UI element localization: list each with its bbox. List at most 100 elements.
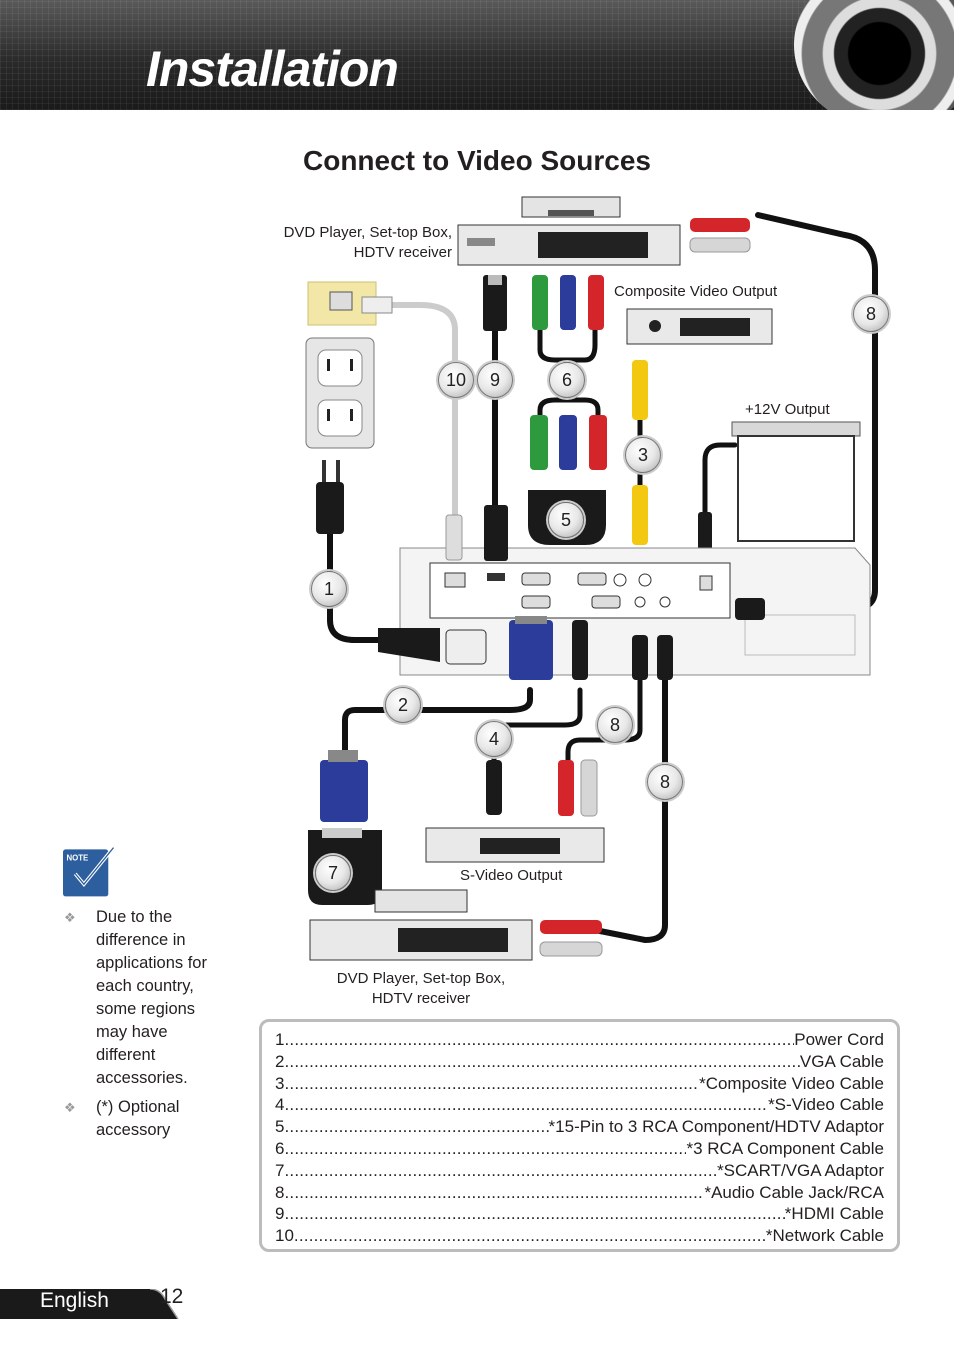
legend-row: 6 *3 RCA Component Cable: [275, 1138, 884, 1160]
legend-leader: [284, 1029, 794, 1051]
hdmi-plug-projector: [484, 505, 508, 561]
legend-item-name: *HDMI Cable: [784, 1204, 884, 1224]
power-outlet: [305, 337, 375, 449]
vga-plug-projector: [509, 616, 553, 680]
badge-2: 2: [385, 687, 421, 723]
diamond-bullet-icon: ❖: [64, 910, 76, 925]
composite-plugs: [632, 360, 648, 545]
rca-plug-pair-bottom: [539, 920, 603, 957]
dvd-top-label-line1: DVD Player, Set-top Box,: [283, 224, 452, 241]
legend-row: 3 *Composite Video Cable: [275, 1073, 884, 1095]
legend-number: 7: [275, 1160, 285, 1180]
dvd-bottom-label-line1: DVD Player, Set-top Box,: [336, 970, 506, 987]
component-cable-top: [537, 327, 598, 363]
badge-9: 9: [477, 362, 513, 398]
note-item-text: (*) Optional accessory: [96, 1098, 180, 1139]
page-number: 12: [160, 1285, 184, 1308]
audio-jacks-projector: [632, 598, 765, 680]
legend-item-name: *SCART/VGA Adaptor: [717, 1160, 884, 1180]
network-cable: [387, 302, 458, 518]
note-list: ❖ Due to the difference in applications …: [62, 906, 222, 1148]
badge-8-mid: 8: [597, 707, 633, 743]
badge-8-top: 8: [853, 296, 889, 332]
legend-row: 5*15-Pin to 3 RCA Component/HDTV Adaptor: [275, 1116, 884, 1138]
dvd-bottom-label: DVD Player, Set-top Box, HDTV receiver: [325, 969, 517, 1009]
note-icon-label: NOTE: [66, 854, 88, 863]
dvd-player-top: [457, 196, 681, 266]
page-header: Installation: [0, 0, 954, 110]
legend-item-name: *S-Video Cable: [768, 1095, 884, 1115]
legend-number: 2: [275, 1051, 285, 1071]
legend-row: 8 *Audio Cable Jack/RCA: [275, 1182, 884, 1204]
cable-legend: 1 Power Cord 2 VGA Cable 3 *Composite Video…: [259, 1019, 900, 1252]
legend-item-name: *3 RCA Component Cable: [686, 1138, 884, 1158]
svideo-plug-projector: [572, 620, 588, 680]
power-plug: [316, 460, 344, 534]
composite-source-device: [626, 308, 773, 345]
legend-row: 4*S-Video Cable: [275, 1094, 884, 1116]
note-item: ❖ Due to the difference in applications …: [62, 906, 222, 1090]
badge-8-bottom: 8: [647, 764, 683, 800]
legend-number: 9: [275, 1204, 285, 1224]
component-cable-bottom: [537, 397, 601, 458]
legend-leader: [284, 1094, 768, 1116]
badge-4: 4: [476, 721, 512, 757]
rca-plug-pair-top: [689, 218, 751, 253]
legend-leader: [284, 1160, 717, 1182]
legend-row: 9 *HDMI Cable: [275, 1203, 884, 1225]
audio-cable-bottom: [592, 677, 668, 944]
projection-screen: [698, 421, 861, 550]
legend-number: 3: [275, 1073, 285, 1093]
badge-6: 6: [549, 362, 585, 398]
component-plugs-top: [532, 275, 604, 330]
audio-cable-mid: [565, 677, 643, 763]
network-plug-projector: [445, 514, 463, 561]
dvd-top-label-line2: HDTV receiver: [353, 244, 452, 261]
legend-row: 1 Power Cord: [275, 1029, 884, 1051]
badge-7: 7: [315, 855, 351, 891]
badge-5: 5: [548, 502, 584, 538]
legend-leader: [284, 1138, 686, 1160]
badge-3: 3: [625, 437, 661, 473]
network-wall-jack: [307, 281, 393, 326]
page-heading: Connect to Video Sources: [303, 145, 651, 176]
twelve-v-cable: [702, 442, 738, 578]
legend-number: 1: [275, 1030, 285, 1049]
note-item-text: Due to the difference in applications fo…: [96, 908, 207, 1087]
component-plugs-bottom: [530, 415, 607, 470]
vga-plug-bottom: [320, 750, 368, 822]
legend-number: 10: [275, 1226, 294, 1246]
legend-row: 2 VGA Cable: [275, 1051, 884, 1073]
badge-10: 10: [438, 362, 474, 398]
legend-item-name: VGA Cable: [799, 1051, 884, 1071]
legend-leader: [284, 1116, 548, 1138]
legend-leader: [284, 1073, 699, 1095]
composite-output-label: Composite Video Output: [614, 283, 778, 300]
twelve-v-output-label: +12V Output: [745, 401, 830, 418]
legend-item-name: *Composite Video Cable: [699, 1073, 884, 1093]
dvd-player-bottom: [309, 889, 533, 961]
hdmi-plug-top: [483, 275, 507, 331]
legend-item-name: *Audio Cable Jack/RCA: [704, 1182, 884, 1202]
vga-cable: [342, 687, 533, 763]
footer-language-tab: [0, 1289, 179, 1319]
legend-item-name: Power Cord: [794, 1030, 884, 1049]
svideo-output-label: S-Video Output: [460, 867, 563, 884]
legend-number: 8: [275, 1182, 285, 1202]
legend-row: 7 *SCART/VGA Adaptor: [275, 1160, 884, 1182]
legend-leader: [294, 1225, 766, 1247]
legend-number: 6: [275, 1138, 285, 1158]
dvd-top-label: DVD Player, Set-top Box, HDTV receiver: [262, 223, 452, 263]
diamond-bullet-icon: ❖: [64, 1100, 76, 1115]
power-connector: [378, 628, 440, 662]
svideo-plug-bottom: [486, 760, 502, 815]
footer-language: English: [40, 1289, 109, 1312]
legend-number: 5: [275, 1117, 285, 1137]
legend-leader: [284, 1182, 704, 1204]
legend-item-name: *Network Cable: [765, 1226, 884, 1246]
badge-1: 1: [311, 571, 347, 607]
legend-leader: [284, 1203, 784, 1225]
legend-leader: [284, 1051, 799, 1073]
svideo-source-device: [425, 827, 605, 863]
